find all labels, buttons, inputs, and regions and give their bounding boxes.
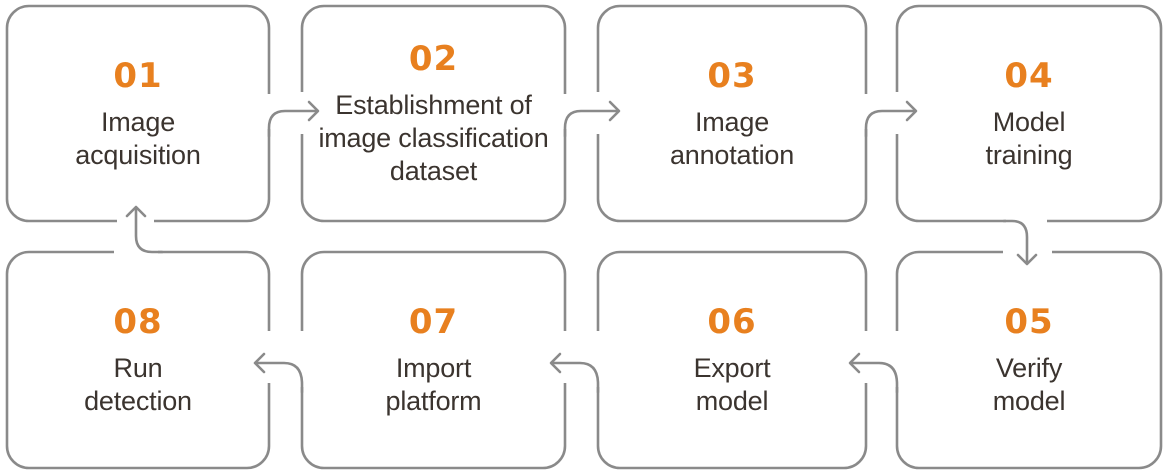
arrow-04-to-05 [1002,219,1038,266]
step-03-number: 03 [707,55,757,96]
step-06-box: 06 Export model [598,252,866,468]
step-04-label: Model training [985,106,1073,170]
step-07-box: 07 Import platform [302,252,565,468]
step-07-label: Import platform [385,353,482,416]
step-05-box: 05 Verify model [897,252,1161,468]
step-08-label: Run detection [84,353,192,416]
step-08-box: 08 Run detection [7,252,269,468]
arrow-01-to-02 [267,100,320,138]
arrow-08-to-01 [125,205,164,254]
arrow-07-to-08 [253,352,304,394]
step-02-number: 02 [408,39,459,79]
step-02-box: 02 Establishment of image classification… [302,6,565,221]
step-05-number: 05 [1004,302,1054,342]
step-01-box: 01 Image acquisition [7,6,269,221]
step-05-label: Verify model [992,353,1066,416]
step-04-number: 04 [1004,55,1054,96]
step-01-number: 01 [113,55,163,96]
arrow-02-to-03 [563,100,621,138]
arrow-03-to-04 [864,100,918,138]
arrow-05-to-06 [848,352,899,394]
step-08-number: 08 [113,302,163,342]
step-03-box: 03 Image annotation [598,6,866,221]
arrow-06-to-07 [549,352,600,394]
step-04-box: 04 Model training [897,6,1161,221]
step-01-label: Image acquisition [75,106,201,170]
step-07-number: 07 [408,302,459,342]
step-02-label: Establishment of image classification da… [318,90,549,186]
step-06-number: 06 [707,302,757,342]
step-06-label: Export model [693,353,771,416]
step-03-label: Image annotation [669,106,795,170]
